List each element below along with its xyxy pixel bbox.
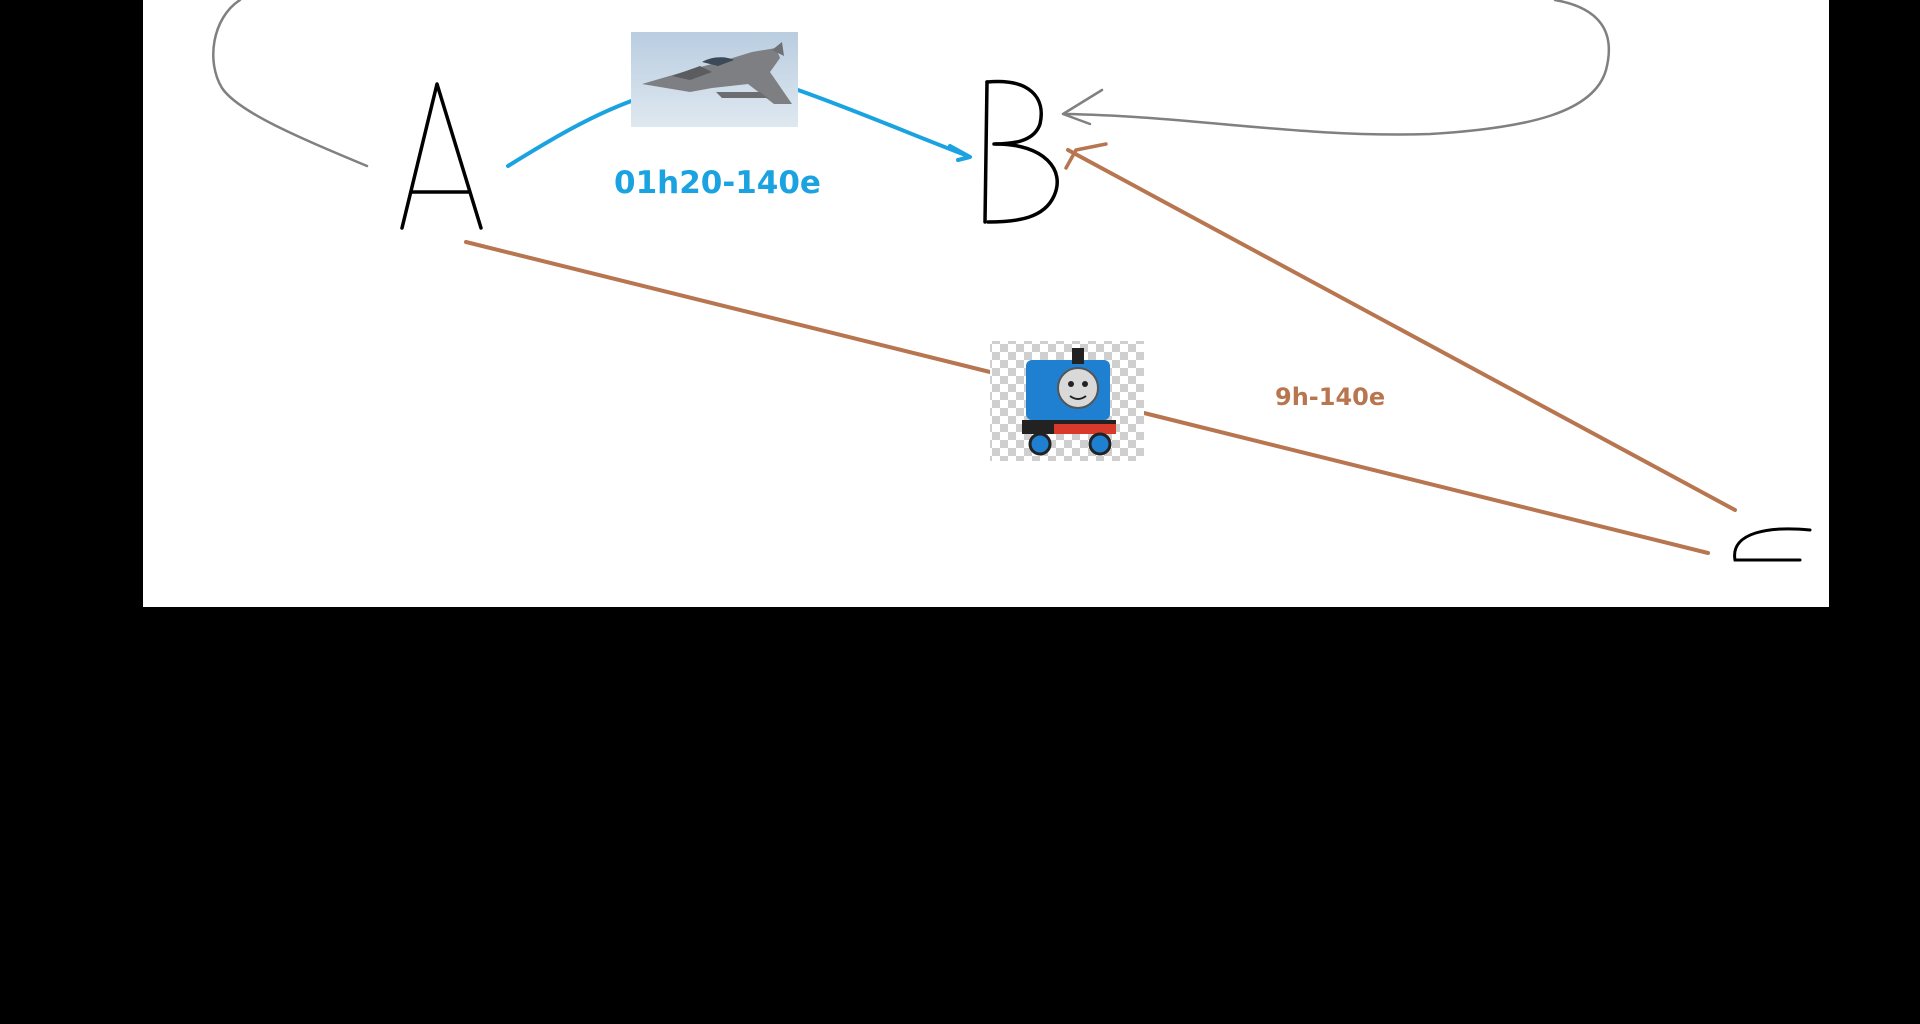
plane-route-line: [506, 98, 636, 168]
loop-right-arrowhead: [1061, 88, 1104, 126]
loop-left: [212, 0, 369, 168]
node-b-glyph: [983, 79, 1059, 224]
plane-route-line-2: [796, 88, 970, 158]
plane-route-arrowhead: [948, 144, 972, 162]
train-return-arrowhead: [1064, 142, 1108, 170]
fighter-jet-image: [631, 32, 798, 127]
loop-right: [1063, 0, 1611, 136]
plane-route-label: 01h20-140e: [614, 165, 821, 201]
node-a-glyph: [400, 82, 483, 230]
train-route-label: 9h-140e: [1275, 383, 1385, 411]
train-route-line: [464, 240, 992, 374]
thomas-train-image: [990, 341, 1144, 461]
train-route-line-2: [1142, 411, 1710, 555]
node-c-glyph: [1733, 527, 1812, 562]
train-return-line: [1066, 148, 1737, 512]
